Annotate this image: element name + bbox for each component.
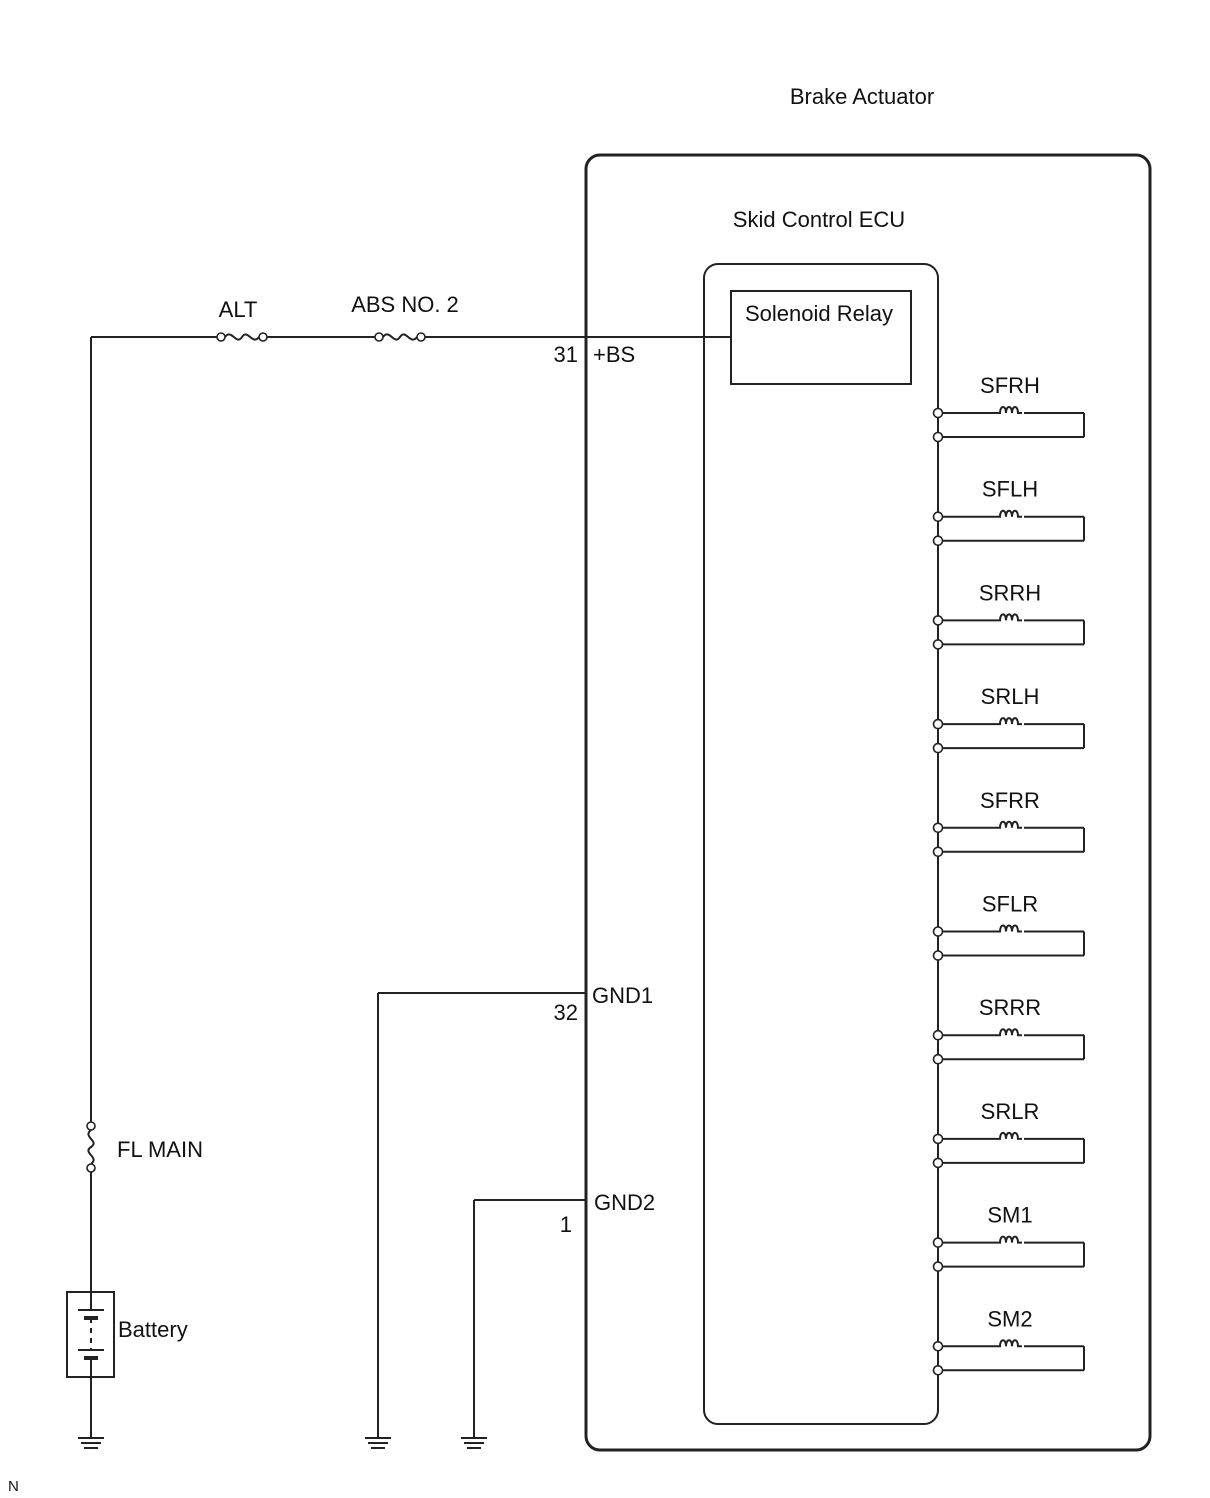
solenoid-sflr: SFLR bbox=[932, 892, 1085, 961]
pin-gnd2-number: 1 bbox=[560, 1212, 572, 1237]
ground-symbol-battery bbox=[78, 1437, 104, 1449]
solenoid-srlr: SRLR bbox=[932, 1099, 1085, 1169]
coil-icon bbox=[996, 820, 1022, 829]
alt-fuse-label: ALT bbox=[219, 297, 258, 322]
solenoid-label: SRRH bbox=[979, 580, 1041, 605]
solenoid-label: SM1 bbox=[987, 1203, 1032, 1228]
fl-main-fuse-label: FL MAIN bbox=[117, 1137, 203, 1162]
solenoid-sfrh: SFRH bbox=[932, 373, 1085, 443]
solenoid-sm1: SM1 bbox=[932, 1203, 1085, 1272]
abs-no2-fuse bbox=[374, 332, 426, 342]
coil-icon bbox=[996, 613, 1022, 622]
pin-gnd1-name: GND1 bbox=[592, 983, 653, 1008]
solenoid-relay-label: Solenoid Relay bbox=[745, 301, 893, 326]
corner-mark: N bbox=[8, 1478, 19, 1495]
ecu-frame bbox=[703, 263, 939, 1425]
coil-icon bbox=[996, 1131, 1022, 1140]
coil-icon bbox=[996, 1235, 1022, 1244]
solenoid-sfrr: SFRR bbox=[932, 788, 1085, 858]
battery-cells bbox=[78, 1292, 104, 1377]
ecu-label: Skid Control ECU bbox=[733, 207, 905, 232]
solenoid-label: SRLR bbox=[981, 1099, 1040, 1124]
solenoid-sflh: SFLH bbox=[932, 477, 1085, 547]
brake-actuator-title: Brake Actuator bbox=[790, 84, 934, 109]
fl-main-fuse bbox=[86, 1121, 96, 1173]
coil-icon bbox=[996, 717, 1022, 726]
ground-symbol-gnd1 bbox=[365, 1437, 391, 1449]
ground-symbol-gnd2 bbox=[461, 1437, 487, 1449]
coil-icon bbox=[996, 1339, 1022, 1348]
solenoid-label: SM2 bbox=[987, 1306, 1032, 1331]
solenoid-label: SRLH bbox=[981, 684, 1040, 709]
solenoid-srlh: SRLH bbox=[932, 684, 1085, 754]
solenoid-label: SFLR bbox=[982, 892, 1038, 917]
solenoid-label: SFRH bbox=[980, 373, 1040, 398]
solenoid-srrh: SRRH bbox=[932, 580, 1085, 650]
abs-no2-fuse-label: ABS NO. 2 bbox=[351, 292, 459, 317]
coil-icon bbox=[996, 1028, 1022, 1037]
pin-gnd1-number: 32 bbox=[554, 1000, 578, 1025]
battery-label: Battery bbox=[118, 1317, 188, 1342]
solenoid-label: SFLH bbox=[982, 477, 1038, 502]
solenoid-sm2: SM2 bbox=[932, 1306, 1085, 1376]
solenoid-srrr: SRRR bbox=[932, 995, 1085, 1065]
pin-gnd2-name: GND2 bbox=[594, 1190, 655, 1215]
coil-icon bbox=[996, 924, 1022, 933]
pin-bs-name: +BS bbox=[593, 342, 635, 367]
coil-icon bbox=[996, 406, 1022, 414]
brake-actuator-frame bbox=[584, 153, 1152, 1452]
coil-icon bbox=[996, 509, 1022, 518]
pin-bs-number: 31 bbox=[554, 342, 578, 367]
solenoid-label: SRRR bbox=[979, 995, 1041, 1020]
solenoid-label: SFRR bbox=[980, 788, 1040, 813]
alt-fuse bbox=[216, 332, 268, 342]
